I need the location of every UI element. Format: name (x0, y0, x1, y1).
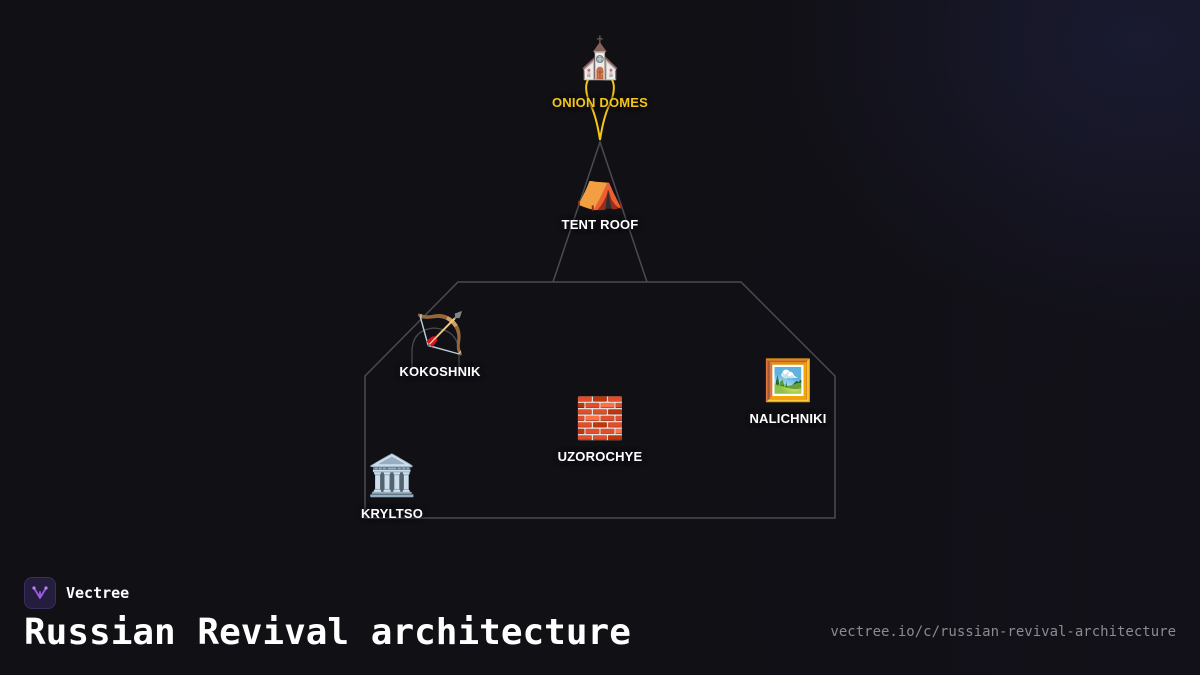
framed-picture-icon: 🖼️ (763, 359, 813, 403)
church-icon: ⛪ (575, 37, 625, 81)
node-nalichniki[interactable]: 🖼️ NALICHNIKI (708, 359, 868, 426)
node-label-uzorochye: UZOROCHYE (557, 449, 643, 464)
building-outline (364, 281, 836, 519)
bow-and-arrow-icon: 🏹 (415, 312, 465, 356)
onion-dome-outline (585, 77, 615, 141)
tent-icon: ⛺ (575, 167, 625, 211)
brand-name: Vectree (66, 584, 130, 602)
node-label-onion-domes: ONION DOMES (551, 95, 649, 110)
tent-roof-outline (552, 139, 648, 283)
node-tent-roof[interactable]: ⛺ TENT ROOF (520, 167, 680, 232)
vectree-logo-icon (24, 577, 56, 609)
node-label-tent-roof: TENT ROOF (561, 217, 639, 232)
node-kryltso[interactable]: 🏛️ KRYLTSO (312, 454, 472, 521)
node-label-kryltso: KRYLTSO (360, 506, 424, 521)
node-uzorochye[interactable]: 🧱 UZOROCHYE (520, 397, 680, 464)
node-onion-domes[interactable]: ⛪ ONION DOMES (520, 37, 680, 110)
node-label-nalichniki: NALICHNIKI (749, 411, 827, 426)
brand: Vectree (24, 577, 129, 609)
classical-building-icon: 🏛️ (367, 454, 417, 498)
brick-icon: 🧱 (575, 397, 625, 441)
page-title: Russian Revival architecture (24, 612, 631, 653)
node-kokoshnik[interactable]: 🏹 KOKOSHNIK (360, 312, 520, 379)
node-label-kokoshnik: KOKOSHNIK (399, 364, 481, 379)
page-url[interactable]: vectree.io/c/russian-revival-architectur… (830, 624, 1176, 640)
kokoshnik-arch (411, 327, 460, 372)
